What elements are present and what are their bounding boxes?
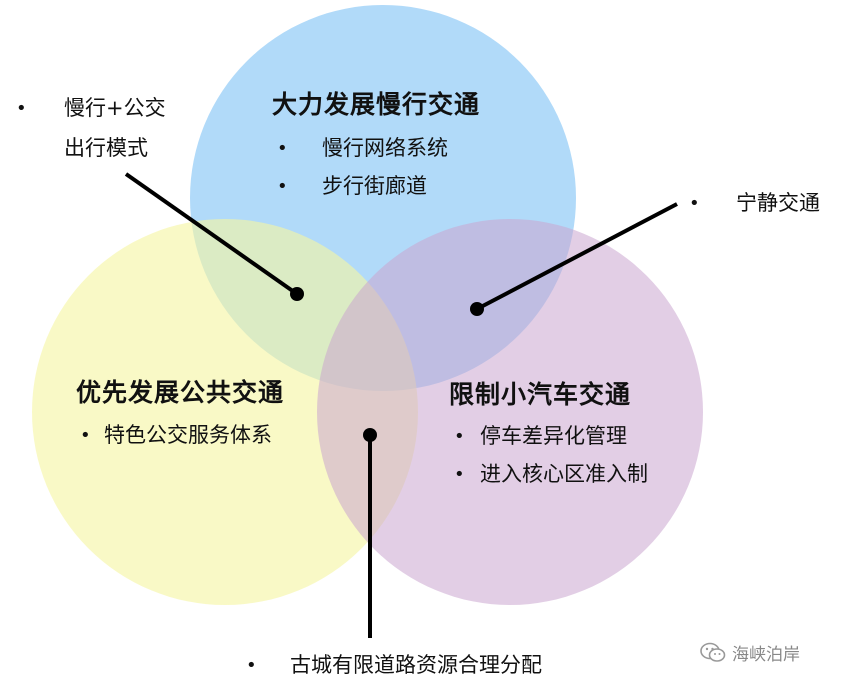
top-item-2-bullet: • <box>277 176 288 197</box>
right-item-1: 停车差异化管理 <box>480 424 627 448</box>
callout-road-resource: 古城有限道路资源合理分配 <box>290 653 542 677</box>
callout-road-resource-bullet: • <box>246 655 257 676</box>
left-item-1: 特色公交服务体系 <box>104 423 272 447</box>
left-circle-title: 优先发展公共交通 <box>76 378 285 407</box>
top-item-2: 步行街廊道 <box>322 174 427 198</box>
right-item-2: 进入核心区准入制 <box>480 462 648 486</box>
connector-dot-slow-transit <box>290 287 304 301</box>
circle-car-restriction <box>317 219 703 605</box>
right-item-1-bullet: • <box>454 426 465 447</box>
circle-public-transit <box>32 219 418 605</box>
watermark: 海峡泊岸 <box>700 640 800 665</box>
callout-slow-transit-line2: 出行模式 <box>64 136 148 160</box>
left-item-1-bullet: • <box>80 425 91 446</box>
connector-dot-calm-traffic <box>470 302 484 316</box>
connector-line-slow-transit <box>124 172 299 296</box>
right-item-2-bullet: • <box>454 464 465 485</box>
callout-slow-transit-line1: 慢行+公交 <box>64 96 166 120</box>
wechat-icon <box>700 642 726 662</box>
callout-calm-traffic-bullet: • <box>689 193 700 214</box>
callout-slow-transit-bullet: • <box>16 98 27 119</box>
top-circle-title: 大力发展慢行交通 <box>272 90 481 119</box>
callout-calm-traffic: 宁静交通 <box>736 191 820 215</box>
connector-dot-road-resource <box>363 428 377 442</box>
right-circle-title: 限制小汽车交通 <box>449 380 632 409</box>
top-item-1-bullet: • <box>277 138 288 159</box>
connector-line-calm-traffic <box>476 202 678 311</box>
watermark-text: 海峡泊岸 <box>732 645 800 665</box>
top-item-1: 慢行网络系统 <box>322 136 448 160</box>
